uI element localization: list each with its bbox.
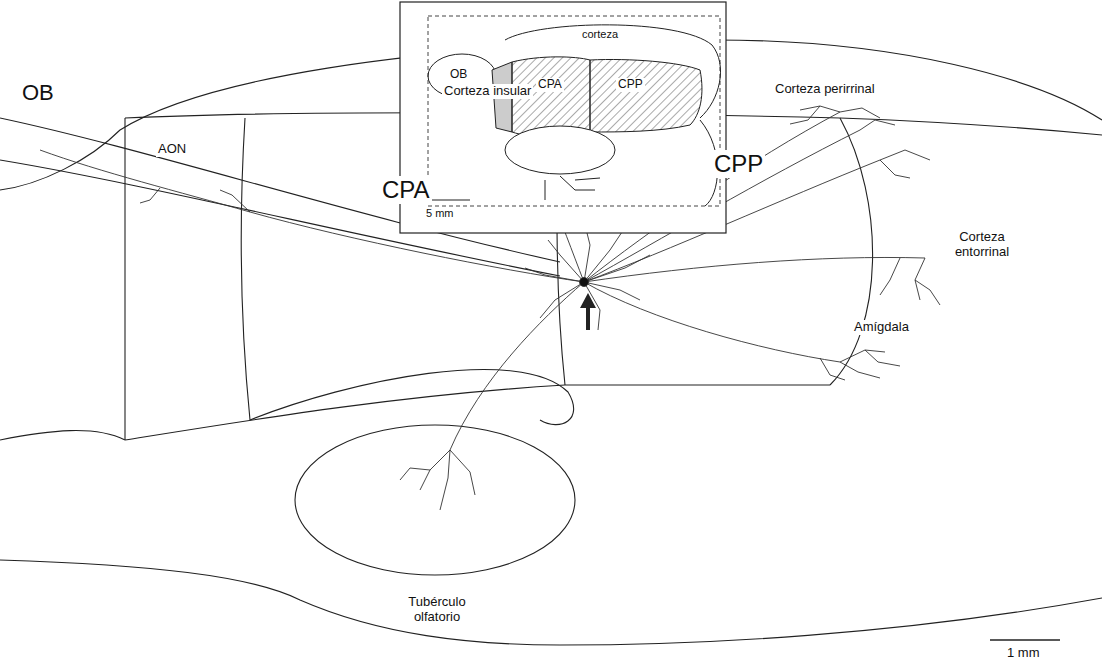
region-label: CPP: [616, 78, 645, 92]
region-label: Corteza insular: [442, 84, 533, 99]
pointer-arrow: [580, 293, 596, 330]
region-label: CPA: [380, 176, 432, 204]
region-label: corteza: [580, 28, 620, 41]
region-label: Corteza entorrinal: [935, 230, 1029, 260]
region-label: OB: [20, 80, 56, 105]
region-label: Amígdala: [852, 320, 911, 335]
inset-view: [400, 2, 726, 233]
region-label: Corteza perirrinal: [773, 82, 877, 97]
region-label: CPA: [536, 78, 564, 92]
region-label: 5 mm: [424, 207, 456, 220]
region-label: AON: [156, 142, 188, 157]
region-label: Tubérculo olfatorio: [385, 595, 489, 625]
brain-outlines: [0, 40, 1102, 645]
region-label: OB: [448, 68, 469, 82]
region-label: CPP: [712, 150, 765, 178]
region-label: 1 mm: [1005, 646, 1042, 661]
